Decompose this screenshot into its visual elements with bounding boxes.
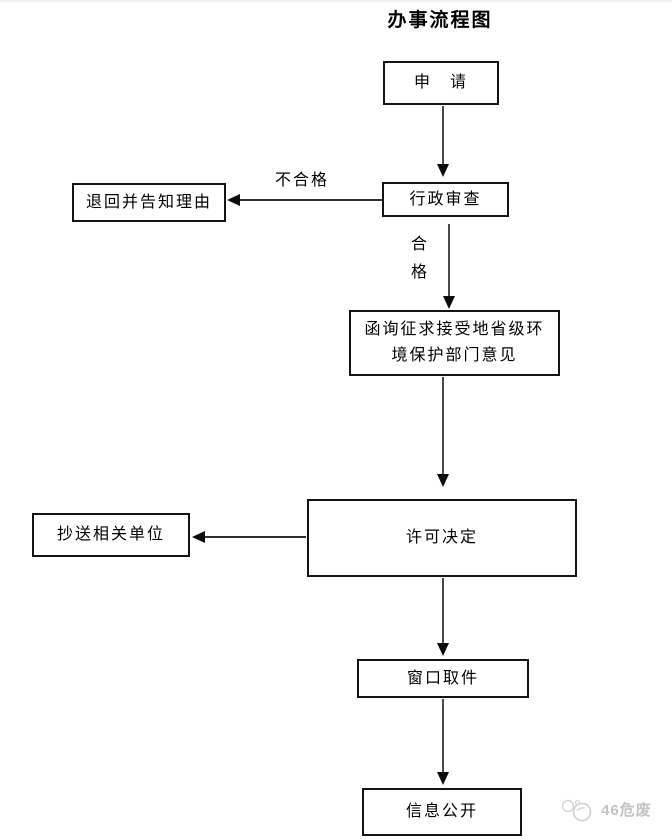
node-decision: 许可决定 (307, 499, 577, 577)
arrowhead-down-icon (437, 643, 449, 656)
brand-watermark: 46危废 (558, 793, 652, 825)
arrowhead-left-icon (227, 194, 240, 206)
connector-review-consult (448, 224, 450, 296)
node-publish: 信息公开 (362, 788, 522, 836)
connector-pickup-publish (442, 699, 444, 772)
connector-review-return (240, 199, 382, 201)
connector-decision-pickup (442, 578, 444, 643)
node-pickup: 窗口取件 (357, 659, 529, 698)
edge-label-fail: 不合格 (274, 172, 329, 189)
node-copy: 抄送相关单位 (32, 513, 190, 557)
node-return: 退回并告知理由 (72, 183, 226, 222)
arrowhead-down-icon (437, 164, 449, 177)
brand-logo-icon (561, 799, 592, 822)
page-title: 办事流程图 (387, 10, 493, 31)
arrowhead-down-icon (437, 772, 449, 785)
connector-consult-decision (442, 377, 444, 474)
page-top-edge (0, 0, 672, 3)
arrowhead-down-icon (443, 296, 455, 309)
connector-apply-review (442, 106, 444, 164)
arrowhead-left-icon (192, 531, 205, 543)
arrowhead-down-icon (437, 474, 449, 487)
node-consult: 函询征求接受地省级环 境保护部门意见 (349, 310, 560, 376)
connector-decision-copy (205, 536, 306, 538)
brand-text: 46危废 (601, 801, 652, 819)
node-apply: 申 请 (383, 61, 499, 105)
node-review: 行政审查 (382, 182, 509, 217)
edge-label-pass: 合 格 (410, 236, 429, 281)
